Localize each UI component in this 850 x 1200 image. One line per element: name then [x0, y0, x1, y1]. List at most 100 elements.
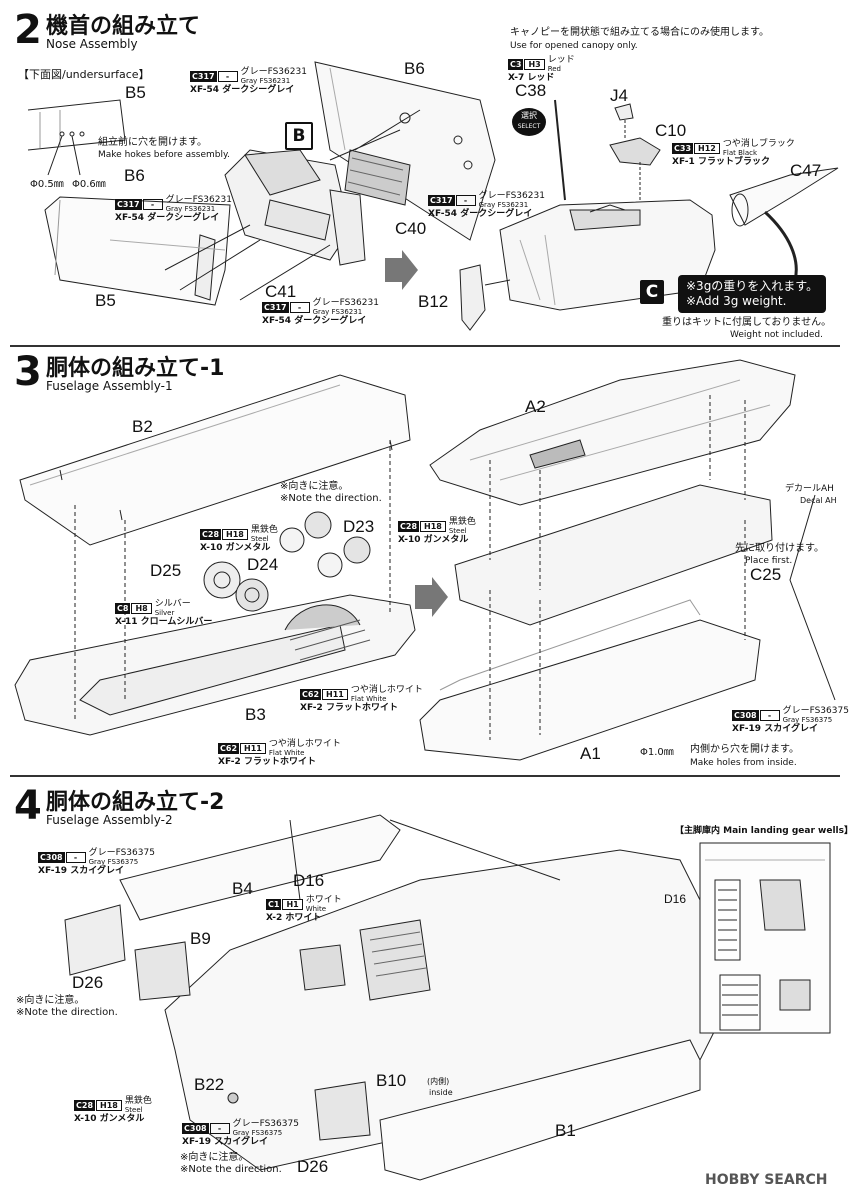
paint-name-en: White	[305, 905, 327, 913]
part-c38: C38	[515, 81, 547, 100]
paint-name-jp: 黒鉄色	[124, 1096, 152, 1106]
paint-code: C8	[115, 603, 131, 614]
paint-name-jp: 黒鉄色	[448, 517, 476, 527]
paint-xf: XF-19 スカイグレイ	[38, 866, 125, 876]
paint-name-en: Flat White	[350, 695, 387, 703]
paint-xf: XF-1 フラットブラック	[672, 157, 770, 167]
part-a1: A1	[580, 744, 601, 763]
paint-name-en: Gray FS36231	[478, 201, 529, 209]
part-b9: B9	[190, 929, 211, 948]
paint-name-jp: グレーFS36231	[240, 67, 307, 77]
paint-xf: XF-54 ダークシーグレイ	[190, 85, 295, 95]
direction-note-jp: ※向きに注意。	[280, 481, 349, 492]
paint-code: C28	[398, 521, 420, 532]
part-j4: J4	[610, 86, 628, 105]
divider	[10, 775, 840, 777]
section-title-en: Nose Assembly	[46, 37, 138, 51]
direction-note-jp: ※向きに注意。	[16, 995, 85, 1006]
watermark: HOBBY SEARCH	[705, 1172, 828, 1188]
paint-h-code: H3	[524, 59, 545, 70]
paint-xf: X-7 レッド	[508, 73, 555, 83]
part-b3: B3	[245, 705, 266, 724]
part-b5-top: B5	[125, 83, 146, 102]
paint-h-code: H1	[282, 899, 303, 910]
paint-xf: XF-2 フラットホワイト	[218, 757, 316, 767]
paint-h-code: H11	[240, 743, 266, 754]
paint-h-code: H8	[131, 603, 152, 614]
paint-name-jp: グレーFS36231	[312, 298, 379, 308]
paint-xf: X-10 ガンメタル	[74, 1114, 145, 1124]
paint-h-code: -	[209, 1123, 230, 1134]
paint-xf: X-10 ガンメタル	[200, 543, 271, 553]
diameter-label: Φ0.6㎜	[72, 179, 106, 190]
paint-code: C3	[508, 59, 524, 70]
paint-code: C317	[190, 71, 217, 82]
part-d24: D24	[247, 555, 279, 574]
underside-heading: 【下面図/undersurface】	[18, 68, 150, 81]
paint-name-en: Flat Black	[722, 149, 758, 157]
paint-code: C317	[428, 195, 455, 206]
paint-name-en: Gray FS36375	[232, 1129, 283, 1137]
paint-name-jp: 黒鉄色	[250, 525, 278, 535]
inside-label-jp: (内側)	[427, 1077, 450, 1086]
part-b1: B1	[555, 1121, 576, 1140]
paint-xf: X-11 クロームシルバー	[115, 617, 213, 627]
paint-xf: XF-19 スカイグレイ	[732, 724, 819, 734]
paint-name-en: Red	[547, 65, 562, 73]
paint-name-jp: グレーFS36231	[165, 195, 232, 205]
paint-xf: XF-54 ダークシーグレイ	[428, 209, 533, 219]
direction-note-jp: ※向きに注意。	[180, 1152, 249, 1163]
section-title-jp: 機首の組み立て	[46, 14, 201, 39]
weight-note-en: ※Add 3g weight.	[686, 294, 787, 308]
paint-code: C317	[262, 302, 289, 313]
paint-h-code: -	[455, 195, 476, 206]
paint-h-code: H12	[694, 143, 720, 154]
paint-name-jp: グレーFS36375	[88, 848, 155, 858]
section-title-jp: 胴体の組み立て-2	[46, 790, 225, 815]
part-d25: D25	[150, 561, 182, 580]
weight-not-included-jp: 重りはキットに付属しておりません。	[662, 317, 832, 328]
paint-h-code: H18	[222, 529, 248, 540]
inside-holes-jp: 内側から穴を開けます。	[690, 744, 799, 755]
paint-code: C308	[732, 710, 759, 721]
part-b6: B6	[404, 59, 425, 78]
paint-xf: XF-19 スカイグレイ	[182, 1137, 269, 1147]
hole-note-jp: 組立前に穴を開けます。	[98, 137, 207, 148]
direction-note-en: ※Note the direction.	[180, 1164, 282, 1175]
direction-note-en: ※Note the direction.	[16, 1007, 118, 1018]
paint-name-en: Silver	[154, 609, 175, 617]
paint-code: C28	[74, 1100, 96, 1111]
decal-label-en: Decal AH	[800, 496, 837, 505]
direction-note-en: ※Note the direction.	[280, 493, 382, 504]
part-d16: D16	[293, 871, 325, 890]
paint-code: C28	[200, 529, 222, 540]
paint-code: C1	[266, 899, 282, 910]
subassembly-b-box: B	[285, 122, 313, 150]
paint-code: C308	[182, 1123, 209, 1134]
paint-name-en: Gray FS36231	[165, 205, 216, 213]
paint-name-jp: グレーFS36375	[782, 706, 849, 716]
part-c10: C10	[655, 121, 687, 140]
paint-name-en: Steel	[250, 535, 269, 543]
paint-h-code: -	[65, 852, 86, 863]
section-number: 2	[14, 7, 42, 53]
select-badge: 選択 SELECT	[512, 108, 546, 136]
section-title-en: Fuselage Assembly-1	[46, 379, 173, 393]
hole-note-en: Make hokes before assembly.	[98, 150, 230, 160]
paint-code: C308	[38, 852, 65, 863]
place-first-en: Place first.	[745, 556, 793, 566]
paint-xf: X-10 ガンメタル	[398, 535, 469, 545]
canopy-note-en: Use for opened canopy only.	[510, 41, 638, 51]
part-c41: C41	[265, 282, 297, 301]
paint-name-jp: つや消しホワイト	[268, 739, 341, 749]
paint-code: C62	[218, 743, 240, 754]
paint-name-en: Flat White	[268, 749, 305, 757]
paint-h-code: -	[759, 710, 780, 721]
paint-name-en: Steel	[124, 1106, 143, 1114]
